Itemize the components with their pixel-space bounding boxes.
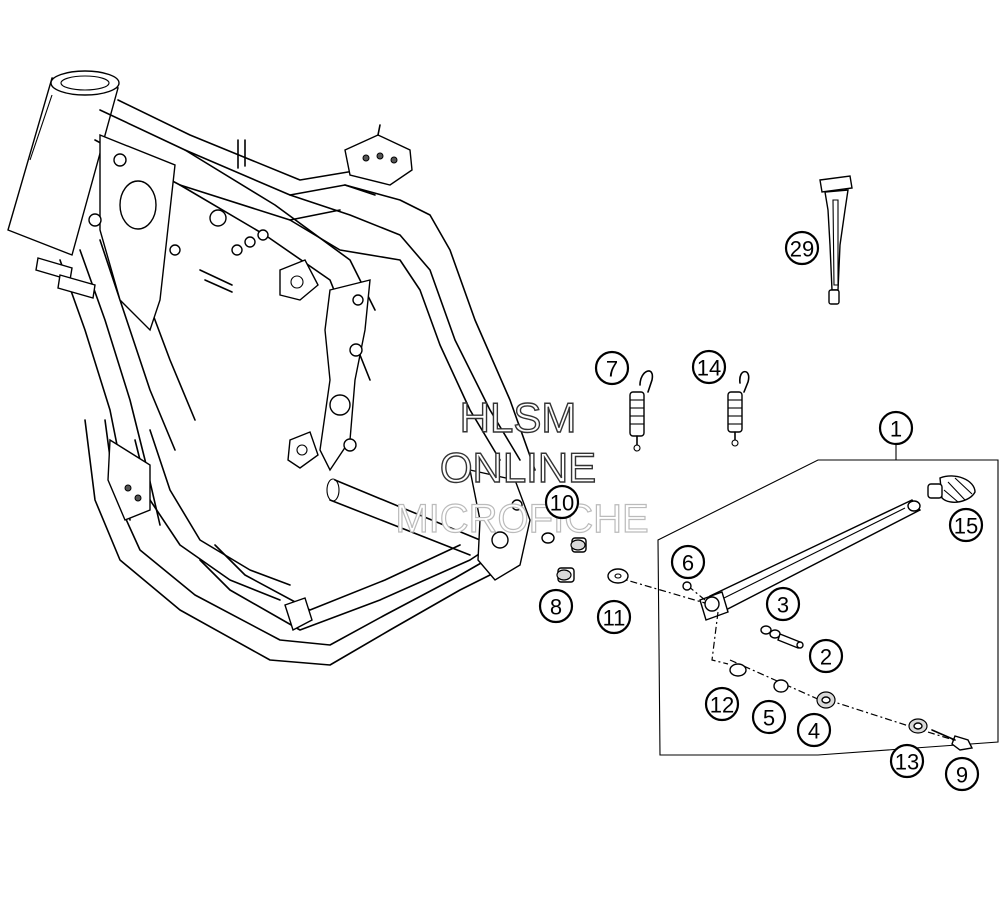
callout-8: 8 — [538, 588, 574, 624]
callout-2: 2 — [808, 638, 844, 674]
svg-text:29: 29 — [790, 237, 814, 262]
stand-tool-29 — [819, 175, 853, 305]
svg-text:4: 4 — [808, 719, 820, 744]
watermark-line-1: HLSM — [460, 394, 577, 441]
watermark: HLSM ONLINE MICROFICHE — [395, 393, 650, 541]
svg-text:14: 14 — [697, 356, 721, 381]
side-stand-assembly — [541, 440, 999, 756]
callout-15: 15 — [948, 507, 984, 543]
svg-text:8: 8 — [550, 595, 562, 620]
callout-3: 3 — [765, 586, 801, 622]
frame-drawing — [7, 70, 536, 666]
svg-text:5: 5 — [763, 706, 775, 731]
svg-text:1: 1 — [890, 417, 902, 442]
svg-text:7: 7 — [606, 357, 618, 382]
spring-14 — [727, 370, 750, 447]
callout-4: 4 — [796, 712, 832, 748]
callout-1: 1 — [878, 410, 914, 446]
svg-text:3: 3 — [777, 593, 789, 618]
svg-text:9: 9 — [956, 763, 968, 788]
svg-text:13: 13 — [895, 750, 919, 775]
watermark-line-2: ONLINE — [440, 444, 596, 491]
svg-text:2: 2 — [820, 645, 832, 670]
callout-6: 6 — [670, 544, 706, 580]
svg-text:15: 15 — [954, 514, 978, 539]
callout-5: 5 — [751, 699, 787, 735]
steering-head-tube — [7, 70, 120, 256]
callout-14: 14 — [691, 349, 727, 385]
svg-text:10: 10 — [550, 491, 574, 516]
callout-12: 12 — [704, 686, 740, 722]
svg-text:6: 6 — [682, 551, 694, 576]
callout-9: 9 — [944, 756, 980, 792]
callout-10: 10 — [544, 484, 580, 520]
svg-text:11: 11 — [603, 606, 626, 631]
svg-text:12: 12 — [710, 693, 734, 718]
spring-7 — [629, 370, 654, 452]
callout-29: 29 — [784, 230, 820, 266]
watermark-line-3: MICROFICHE — [395, 497, 648, 541]
callout-13: 13 — [889, 743, 925, 779]
callout-7: 7 — [594, 350, 630, 386]
callout-11: 11 — [596, 599, 632, 635]
